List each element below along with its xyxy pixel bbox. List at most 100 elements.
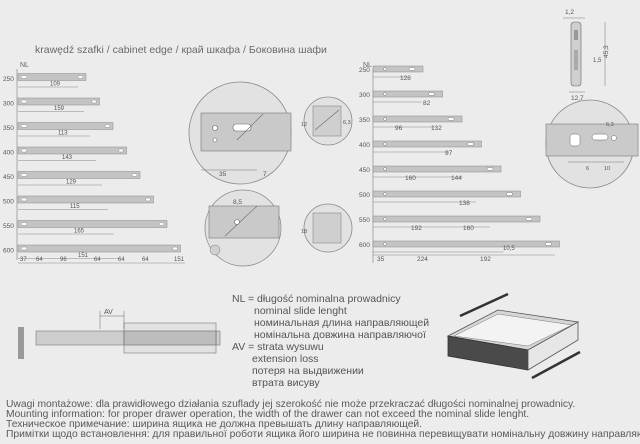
- slide-dimension-label: 129: [66, 180, 77, 186]
- slot-icon: [20, 173, 28, 177]
- dim-6-3: 6,3: [606, 122, 614, 128]
- note-pl: Uwagi montażowe: dla prawidłowego działa…: [6, 399, 576, 410]
- slot-icon: [20, 148, 28, 153]
- slide-dimension-label: 165: [74, 229, 85, 235]
- dim-128: 128: [400, 75, 411, 82]
- slide-dimension-label: 151: [78, 253, 89, 259]
- dim-160: 160: [405, 175, 416, 182]
- slot-icon: [91, 99, 97, 104]
- dim-12-7: 12,7: [571, 95, 584, 102]
- bottom-dimension-label: 37: [20, 257, 27, 263]
- nl-axis-label: NL: [363, 62, 372, 69]
- av-diagram: AV: [18, 309, 221, 359]
- slot-icon: [20, 99, 28, 104]
- cabinet-side: [18, 327, 24, 359]
- legend-av: AV = strata wysuwu extension loss потеря…: [232, 341, 364, 389]
- note-ru: Техническое примечание: ширина ящика не …: [6, 419, 423, 430]
- mounting-hole-icon: [383, 192, 387, 196]
- slide-bar: [372, 190, 521, 198]
- slot-icon: [20, 75, 28, 79]
- bracket-icon: [312, 105, 342, 137]
- drawer-inner: [453, 313, 573, 347]
- dim-10: 10: [604, 166, 610, 172]
- slot-icon: [525, 217, 533, 221]
- nl-size-label: 500: [3, 199, 14, 206]
- slide-bar: [17, 195, 154, 204]
- slide-bar: [372, 115, 463, 123]
- legend-nl-line: nominal slide lenght: [254, 305, 347, 317]
- dim-96: 96: [395, 125, 403, 132]
- slide-bar: [17, 146, 127, 155]
- slide-dimension-label: 115: [70, 204, 80, 210]
- mounting-hole-icon: [383, 167, 387, 171]
- slide-dimension-label: 113: [58, 131, 68, 137]
- nl-size-label: 550: [359, 217, 370, 224]
- dim-97: 97: [445, 150, 453, 157]
- note-en: Mounting information: for proper drawer …: [6, 409, 530, 420]
- dim-132: 132: [431, 125, 442, 132]
- slide-bar: [17, 122, 114, 130]
- dim-6-3: 6,3: [343, 120, 351, 126]
- dim-35: 35: [377, 256, 385, 263]
- slide-bar: [17, 220, 168, 228]
- nl-size-label: 600: [3, 248, 14, 255]
- screw-icon: [209, 244, 221, 256]
- nl-size-label: 400: [3, 150, 14, 157]
- slide-rail-right: [531, 350, 581, 380]
- nl-size-label: 450: [3, 174, 14, 181]
- legend-nl-line: NL = długość nominalna prowadnicy: [232, 293, 401, 305]
- dim-35: 35: [219, 171, 227, 178]
- slot-icon: [232, 123, 252, 132]
- slide-bar: [372, 140, 482, 148]
- left-slide-diagram: NL 2501093001593501134001434501295001155…: [3, 62, 185, 264]
- bottom-dimension-label: 151: [174, 257, 185, 263]
- note-ua: Примітки щодо встановлення: для правильн…: [6, 429, 640, 440]
- nl-size-label: 600: [359, 242, 370, 249]
- slot-icon: [20, 246, 28, 251]
- slot-icon: [131, 173, 138, 177]
- right-dimensions: 128 82 96 132 97 160 144 138 192 160 35 …: [373, 75, 555, 263]
- mounting-hole-icon: [212, 125, 218, 131]
- nl-size-label: 550: [3, 223, 14, 230]
- slot-icon: [20, 124, 28, 128]
- dim-138: 138: [459, 200, 470, 207]
- slide-bar: [17, 171, 141, 179]
- legend-nl: NL = długość nominalna prowadnicy nomina…: [232, 293, 429, 341]
- left-slide-rows: 2501093001593501134001434501295001155501…: [3, 73, 181, 259]
- dimension-line: [314, 109, 340, 131]
- mounting-hole-icon: [383, 142, 387, 146]
- slot-icon: [408, 67, 416, 71]
- slide-dimension-label: 109: [50, 82, 61, 88]
- legend-av-line: втрата висуву: [252, 377, 320, 389]
- legend-nl-line: номинальная длина направляющей: [254, 317, 430, 329]
- slot-icon: [77, 75, 84, 79]
- dim-1-2: 1,2: [565, 9, 574, 16]
- slide-inner: [123, 330, 217, 346]
- slot-icon: [467, 142, 474, 146]
- nl-size-label: 250: [3, 76, 14, 83]
- slide-bar: [372, 90, 443, 98]
- dim-45-3: 45,3: [603, 45, 610, 58]
- mounting-hole-icon: [383, 92, 387, 96]
- dimension-line: [224, 205, 258, 237]
- bottom-dimension-label: 64: [142, 257, 149, 263]
- mounting-hole-icon: [383, 67, 387, 71]
- profile-detail: [574, 50, 578, 70]
- slot-icon: [20, 197, 28, 202]
- slide-bar: [372, 240, 560, 248]
- nl-size-label: 350: [359, 117, 370, 124]
- dim-192b: 192: [480, 256, 491, 263]
- slide-bar: [372, 165, 502, 173]
- bottom-dimension-label: 64: [94, 257, 101, 263]
- mounting-hole-icon: [234, 219, 240, 225]
- slide-bar: [17, 73, 87, 81]
- slot-icon: [486, 167, 494, 171]
- mounting-hole-icon: [611, 135, 617, 141]
- legend-av-line: extension loss: [252, 353, 319, 365]
- profile-cross-section: 1,2 45,3 1,5 12,7: [563, 9, 610, 102]
- dim-10-5: 10,5: [503, 246, 515, 252]
- slot-icon: [545, 242, 552, 246]
- mounting-hole-icon: [383, 217, 387, 221]
- slide-bar: [372, 65, 424, 73]
